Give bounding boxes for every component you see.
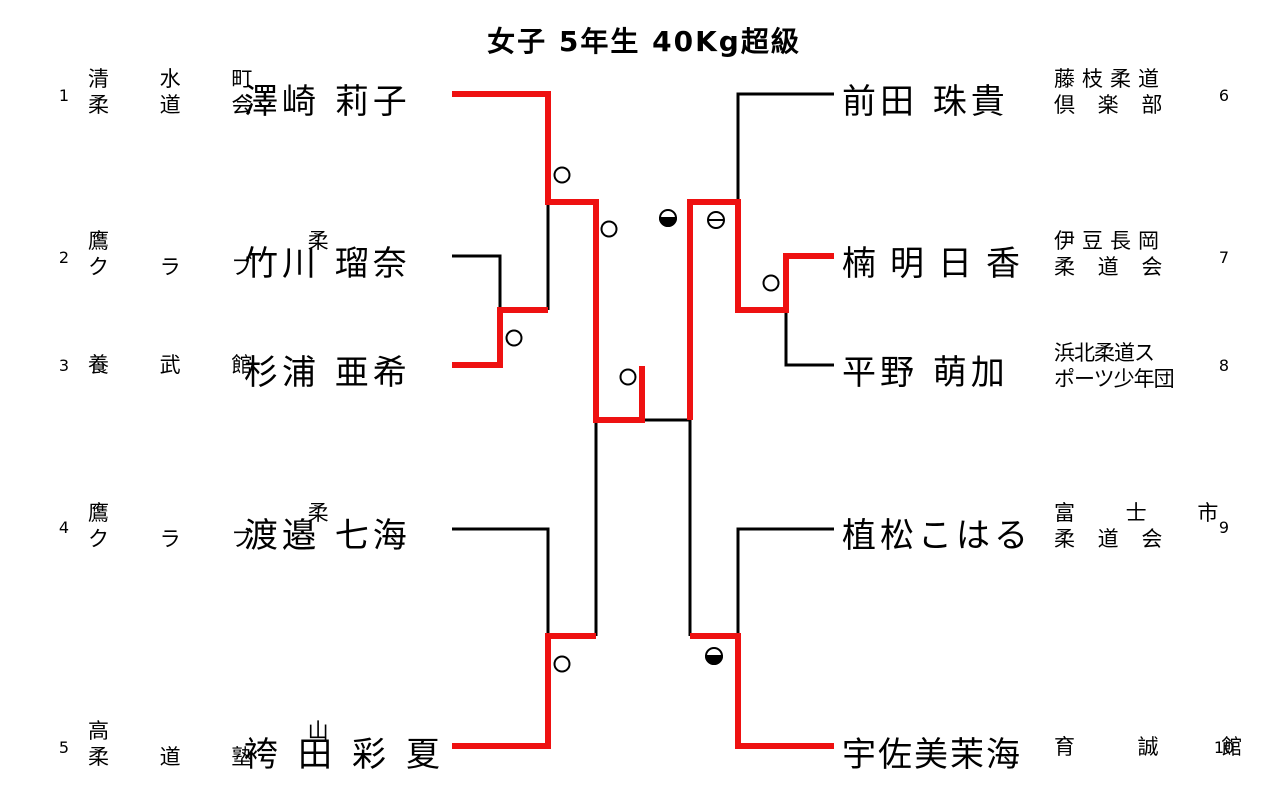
win-hakamada (452, 633, 596, 749)
athlete-name: 澤崎 莉子 (244, 82, 411, 122)
win-lines (452, 91, 834, 749)
seed-number: 3 (58, 356, 70, 375)
seed-number: 6 (1218, 86, 1230, 105)
club-name: 伊豆長岡 柔 道 会 (1054, 228, 1204, 280)
club-name: 浜北柔道ス ポーツ少年団 (1054, 340, 1204, 392)
athlete-name: 楠明日香 (842, 244, 1034, 284)
seed-number: 5 (58, 738, 70, 757)
minus-circle-mark-icon (707, 211, 725, 229)
bracket-title: 女子 5年生 40Kg超級 (487, 25, 801, 58)
half-filled-mark-icon (658, 209, 678, 227)
line-maeda (736, 92, 834, 202)
club-line: 藤枝柔道 (1054, 67, 1166, 91)
win-mark-circle (553, 655, 571, 673)
seed-number: 1 (58, 86, 70, 105)
half-filled-mark-icon (704, 647, 724, 665)
athlete-name: 杉浦 亜希 (244, 353, 411, 393)
win-mark-circle (762, 274, 780, 292)
club-line: 柔 道 会 (1054, 255, 1171, 279)
seed-number: 4 (58, 518, 70, 537)
win-sugiura (452, 307, 548, 368)
athlete-name: 竹川 瑠奈 (244, 244, 411, 284)
seed-number: 7 (1218, 248, 1230, 267)
win-mark-circle (553, 166, 571, 184)
club-line: 伊豆長岡 (1054, 229, 1166, 253)
line-hirano (784, 310, 834, 367)
club-line: 柔 道 塾 (88, 745, 275, 769)
club-line: 倶 楽 部 (1054, 93, 1171, 117)
seed-number: 10 (1213, 738, 1235, 757)
result-marks (505, 166, 780, 673)
club-line: ポーツ少年団 (1054, 367, 1175, 391)
win-usami (690, 633, 834, 749)
seed-number: 9 (1218, 518, 1230, 537)
club-line: 養 武 館 (88, 353, 275, 377)
club-line: ク ラ ブ (88, 527, 275, 551)
loss-lines (452, 92, 834, 636)
line-takekawa (452, 254, 502, 310)
club-name: 藤枝柔道 倶 楽 部 (1054, 66, 1204, 118)
club-name: 養 武 館 (88, 352, 275, 378)
athlete-name: 袴田彩夏 (244, 735, 460, 775)
athlete-name: 植松こはる (842, 516, 1032, 556)
club-line: 柔 道 会 (1054, 527, 1171, 551)
athlete-name: 平野 萌加 (842, 353, 1009, 393)
win-kusunoki (687, 199, 834, 420)
win-mark-circle (619, 368, 637, 386)
club-line: 富 士 市 (1054, 501, 1241, 525)
win-mark-circle (600, 220, 618, 238)
athlete-name: 宇佐美茉海 (842, 735, 1022, 775)
club-line: 清 水 町 (88, 67, 275, 91)
athlete-name: 前田 珠貴 (842, 82, 1009, 122)
seed-number: 8 (1218, 356, 1230, 375)
line-uematsu (736, 527, 834, 636)
win-sawasaki (452, 91, 645, 423)
club-line: 柔 道 会 (88, 93, 275, 117)
line-watanabe (452, 527, 550, 636)
club-name: 富 士 市 柔 道 会 (1054, 500, 1241, 552)
club-line: ク ラ ブ (88, 255, 275, 279)
athlete-name: 渡邉 七海 (244, 516, 411, 556)
win-mark-circle (505, 329, 523, 347)
seed-number: 2 (58, 248, 70, 267)
club-name: 清 水 町 柔 道 会 (88, 66, 275, 118)
club-line: 浜北柔道ス (1054, 341, 1155, 365)
